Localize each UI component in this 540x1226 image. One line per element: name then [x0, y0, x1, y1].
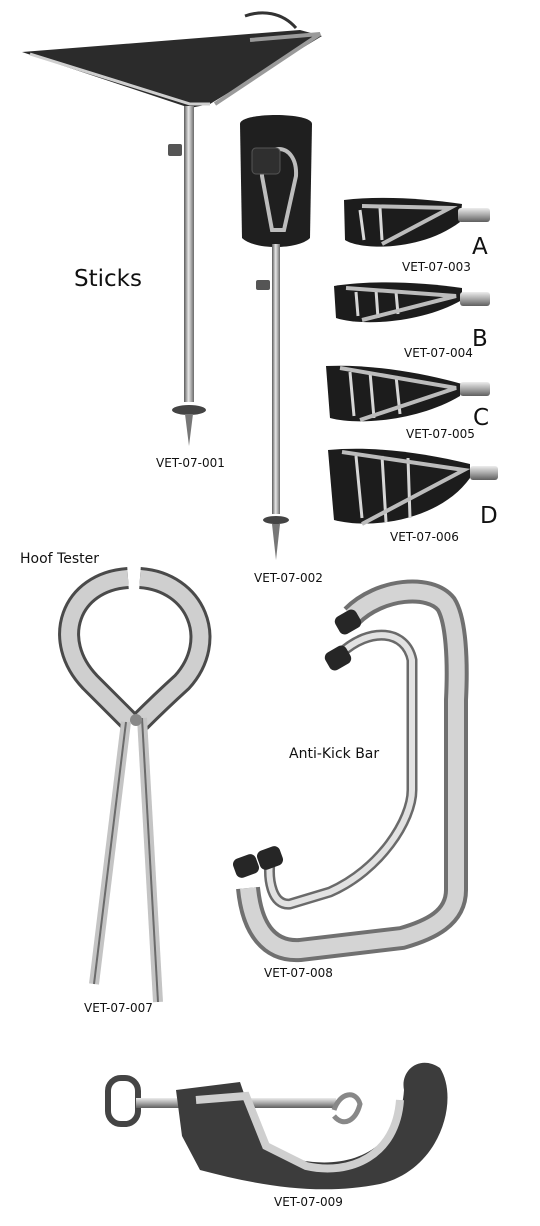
variant-b-label: B [472, 326, 488, 352]
seat-stick-2-illustration [240, 115, 312, 560]
anti-kick-bar-illustration [232, 579, 469, 963]
seat-stick-1-illustration [22, 11, 322, 446]
code-vet-07-006: VET-07-006 [390, 530, 459, 544]
hoof-clamp-illustration [105, 1062, 448, 1190]
code-vet-07-001: VET-07-001 [156, 456, 225, 470]
code-vet-07-008: VET-07-008 [264, 966, 333, 980]
variant-c-label: C [473, 405, 490, 431]
variant-a-label: A [472, 234, 488, 260]
seat-variant-a-illustration [344, 197, 490, 247]
anti-kick-bar-heading: Anti-Kick Bar [289, 746, 380, 762]
seat-variant-b-illustration [334, 282, 490, 323]
code-vet-07-009: VET-07-009 [274, 1195, 343, 1209]
hoof-tester-illustration [58, 567, 212, 1003]
sticks-heading: Sticks [74, 266, 142, 292]
code-vet-07-002: VET-07-002 [254, 571, 323, 585]
code-vet-07-004: VET-07-004 [404, 346, 473, 360]
variant-d-label: D [480, 503, 498, 529]
hoof-tester-heading: Hoof Tester [20, 551, 99, 567]
code-vet-07-005: VET-07-005 [406, 427, 475, 441]
code-vet-07-003: VET-07-003 [402, 260, 471, 274]
seat-variant-c-illustration [326, 365, 490, 422]
code-vet-07-007: VET-07-007 [84, 1001, 153, 1015]
seat-variant-d-illustration [328, 448, 498, 526]
